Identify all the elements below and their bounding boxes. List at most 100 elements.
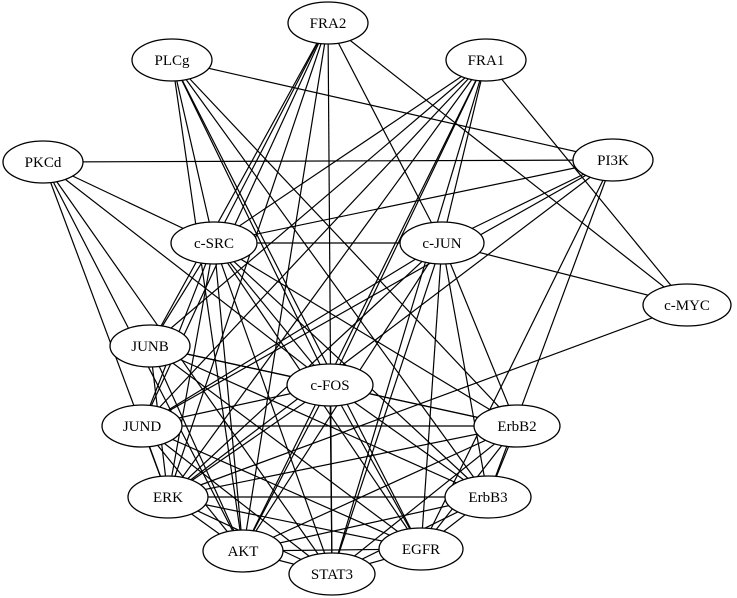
edge-fra2-junb — [149, 22, 329, 347]
node-c-fos: c-FOS — [286, 363, 374, 407]
edge-jund-egfr — [141, 425, 422, 550]
edge-c-src-c-fos — [213, 242, 331, 386]
node-ellipse — [288, 552, 376, 596]
node-ellipse — [2, 140, 84, 184]
node-ellipse — [170, 221, 258, 265]
node-ellipse — [109, 324, 191, 368]
node-c-myc: c-MYC — [642, 283, 732, 327]
node-ellipse — [286, 363, 374, 407]
node-fra2: FRA2 — [287, 1, 369, 45]
edge-fra2-erk — [167, 22, 329, 498]
edge-fra2-c-jun — [327, 22, 443, 244]
node-label: FRA2 — [310, 16, 347, 32]
node-erbb3: ErbB3 — [444, 475, 532, 519]
node-label: JUND — [123, 419, 162, 435]
edge-fra1-c-myc — [485, 59, 688, 306]
node-plcg: PLCg — [131, 38, 213, 82]
node-label: c-FOS — [310, 378, 349, 394]
node-erk: ERK — [127, 475, 209, 519]
edge-pi3k-jund — [141, 159, 614, 427]
edge-junb-egfr — [149, 345, 422, 550]
node-label: PKCd — [25, 155, 62, 171]
node-label: STAT3 — [311, 567, 353, 583]
edge-fra1-stat3 — [331, 59, 487, 575]
node-ellipse — [127, 475, 209, 519]
edge-c-fos-erbb3 — [329, 384, 489, 498]
edge-erbb2-akt — [242, 425, 518, 552]
edge-pkcd-pi3k — [42, 159, 614, 163]
edge-plcg-c-src — [171, 59, 215, 244]
edge-plcg-akt — [171, 59, 244, 552]
edge-fra2-akt — [242, 22, 329, 552]
node-ellipse — [642, 283, 732, 327]
edge-erbb3-akt — [242, 496, 489, 552]
edge-pi3k-erk — [167, 159, 614, 498]
node-label: ERK — [153, 490, 183, 506]
edge-c-fos-erk — [167, 384, 331, 498]
edge-c-fos-akt — [242, 384, 331, 552]
node-c-jun: c-JUN — [399, 221, 485, 265]
edge-jund-stat3 — [141, 425, 333, 575]
edge-junb-akt — [149, 345, 244, 552]
edge-fra1-junb — [149, 59, 487, 347]
node-label: c-JUN — [422, 236, 461, 252]
edge-erk-egfr — [167, 496, 422, 550]
node-label: JUNB — [131, 339, 169, 355]
edge-c-src-erk — [167, 242, 215, 498]
node-c-src: c-SRC — [170, 221, 258, 265]
node-label: PI3K — [597, 153, 629, 169]
edge-plcg-erbb3 — [171, 59, 489, 498]
node-pi3k: PI3K — [572, 138, 654, 182]
node-fra1: FRA1 — [445, 38, 527, 82]
edge-plcg-c-fos — [171, 59, 331, 386]
node-label: ErbB3 — [468, 490, 507, 506]
node-jund: JUND — [101, 404, 183, 448]
edge-c-jun-jund — [141, 242, 443, 427]
edge-fra2-c-src — [213, 22, 329, 244]
node-erbb2: ErbB2 — [473, 404, 561, 448]
edge-pkcd-c-fos — [42, 161, 331, 386]
edge-c-fos-stat3 — [329, 384, 333, 575]
edge-fra1-c-src — [213, 59, 487, 244]
node-ellipse — [473, 404, 561, 448]
edge-fra1-c-jun — [441, 59, 487, 244]
edge-c-src-akt — [213, 242, 244, 552]
edge-c-fos-egfr — [329, 384, 422, 550]
edge-fra1-erk — [167, 59, 487, 498]
node-stat3: STAT3 — [288, 552, 376, 596]
node-ellipse — [572, 138, 654, 182]
node-egfr: EGFR — [378, 527, 464, 571]
edge-c-src-erbb2 — [213, 242, 518, 427]
edge-c-jun-erbb2 — [441, 242, 518, 427]
node-label: FRA1 — [468, 53, 505, 69]
edge-erbb2-erk — [167, 425, 518, 498]
edge-fra1-c-fos — [329, 59, 487, 386]
edge-c-jun-c-myc — [441, 242, 688, 306]
node-ellipse — [399, 221, 485, 265]
edge-c-myc-erk — [167, 304, 688, 498]
node-ellipse — [131, 38, 213, 82]
node-label: EGFR — [402, 542, 440, 558]
node-label: c-MYC — [664, 298, 710, 314]
node-akt: AKT — [202, 529, 284, 573]
edge-plcg-pi3k — [171, 59, 614, 161]
edge-fra2-c-myc — [327, 22, 688, 306]
node-ellipse — [378, 527, 464, 571]
node-ellipse — [287, 1, 369, 45]
node-label: AKT — [228, 544, 259, 560]
node-ellipse — [445, 38, 527, 82]
node-label: c-SRC — [194, 236, 234, 252]
edge-pi3k-c-src — [213, 159, 614, 244]
node-label: ErbB2 — [497, 419, 536, 435]
node-label: PLCg — [154, 53, 190, 69]
edge-junb-erbb3 — [149, 345, 489, 498]
node-junb: JUNB — [109, 324, 191, 368]
node-pkcd: PKCd — [2, 140, 84, 184]
edge-plcg-egfr — [171, 59, 422, 550]
edge-c-jun-stat3 — [331, 242, 443, 575]
edge-pkcd-stat3 — [42, 161, 333, 575]
node-ellipse — [444, 475, 532, 519]
edge-c-jun-egfr — [420, 242, 443, 550]
